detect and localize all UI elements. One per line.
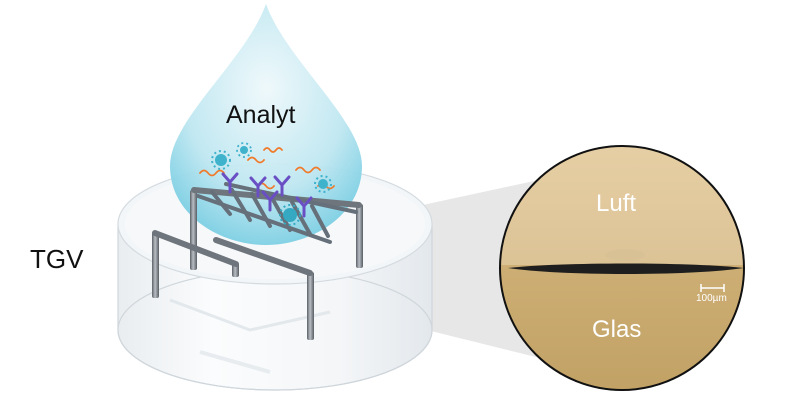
interdigitated-electrode bbox=[196, 182, 358, 244]
electrode-bars bbox=[152, 187, 362, 276]
tgv-label: TGV bbox=[30, 244, 84, 274]
antibody-icon bbox=[221, 172, 239, 194]
antibodies bbox=[221, 172, 313, 218]
antibody-icon bbox=[261, 190, 279, 212]
analyte-particle-icon bbox=[236, 142, 252, 158]
analyte-particle-icon bbox=[279, 204, 301, 226]
molecule-squiggle-icon bbox=[199, 169, 225, 177]
analyte-particle-icon bbox=[314, 175, 332, 193]
analyte-particle-icon bbox=[211, 150, 231, 170]
antibody-icon bbox=[273, 175, 291, 197]
glass-label: Glas bbox=[592, 316, 642, 343]
antibody-icon bbox=[249, 176, 267, 198]
analyte-droplet bbox=[170, 4, 362, 245]
molecule-squiggle-icon bbox=[295, 166, 321, 174]
analyte-particles bbox=[211, 142, 332, 226]
molecule-squiggle-icon bbox=[263, 147, 283, 153]
interface-line bbox=[508, 263, 744, 274]
scale-bar bbox=[700, 284, 725, 292]
air-label: Luft bbox=[596, 190, 637, 217]
analyte-label: Analyt bbox=[226, 101, 296, 129]
molecule-squiggle-icon bbox=[247, 156, 265, 164]
scale-bar-label: 100µm bbox=[696, 293, 727, 304]
microscope-inset bbox=[499, 145, 745, 391]
antibody-icon bbox=[295, 196, 313, 218]
